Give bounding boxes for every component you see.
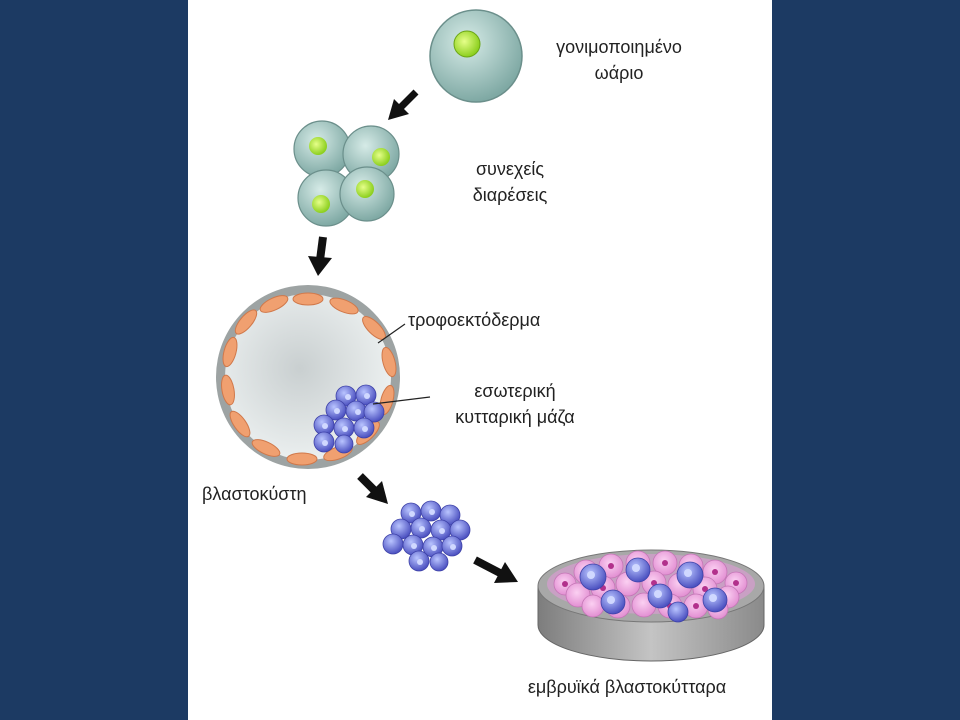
arrow-2-icon	[308, 236, 332, 276]
fertilized-egg-illustration	[429, 9, 523, 103]
trophectoderm-pointer	[377, 323, 406, 344]
arrow-3-icon	[357, 473, 388, 504]
culture-dish-illustration	[537, 549, 765, 662]
label-blastocyst: βλαστοκύστη	[202, 484, 307, 504]
arrow-1-icon	[388, 89, 419, 120]
label-divisions: συνεχείς διαρέσεις	[472, 159, 548, 205]
inner-cell-mass-pointer	[372, 396, 431, 405]
label-trophectoderm: τροφοεκτόδερμα	[408, 310, 541, 330]
blastocyst-illustration	[216, 285, 400, 469]
label-embryonic-stem-cells: εμβρυϊκά βλαστοκύτταρα	[527, 677, 727, 697]
isolated-cell-cluster-illustration	[382, 500, 471, 572]
diagram-graphic	[216, 9, 765, 662]
arrow-4-icon	[473, 556, 518, 583]
label-fertilized-egg: γονιμοποιημένο ωάριο	[556, 37, 682, 83]
label-inner-cell-mass: εσωτερική κυτταρική μάζα	[455, 381, 575, 427]
divisions-illustration	[293, 120, 400, 227]
slide-canvas: γονιμοποιημένο ωάριο συνεχείς διαρέσεις …	[188, 0, 772, 720]
